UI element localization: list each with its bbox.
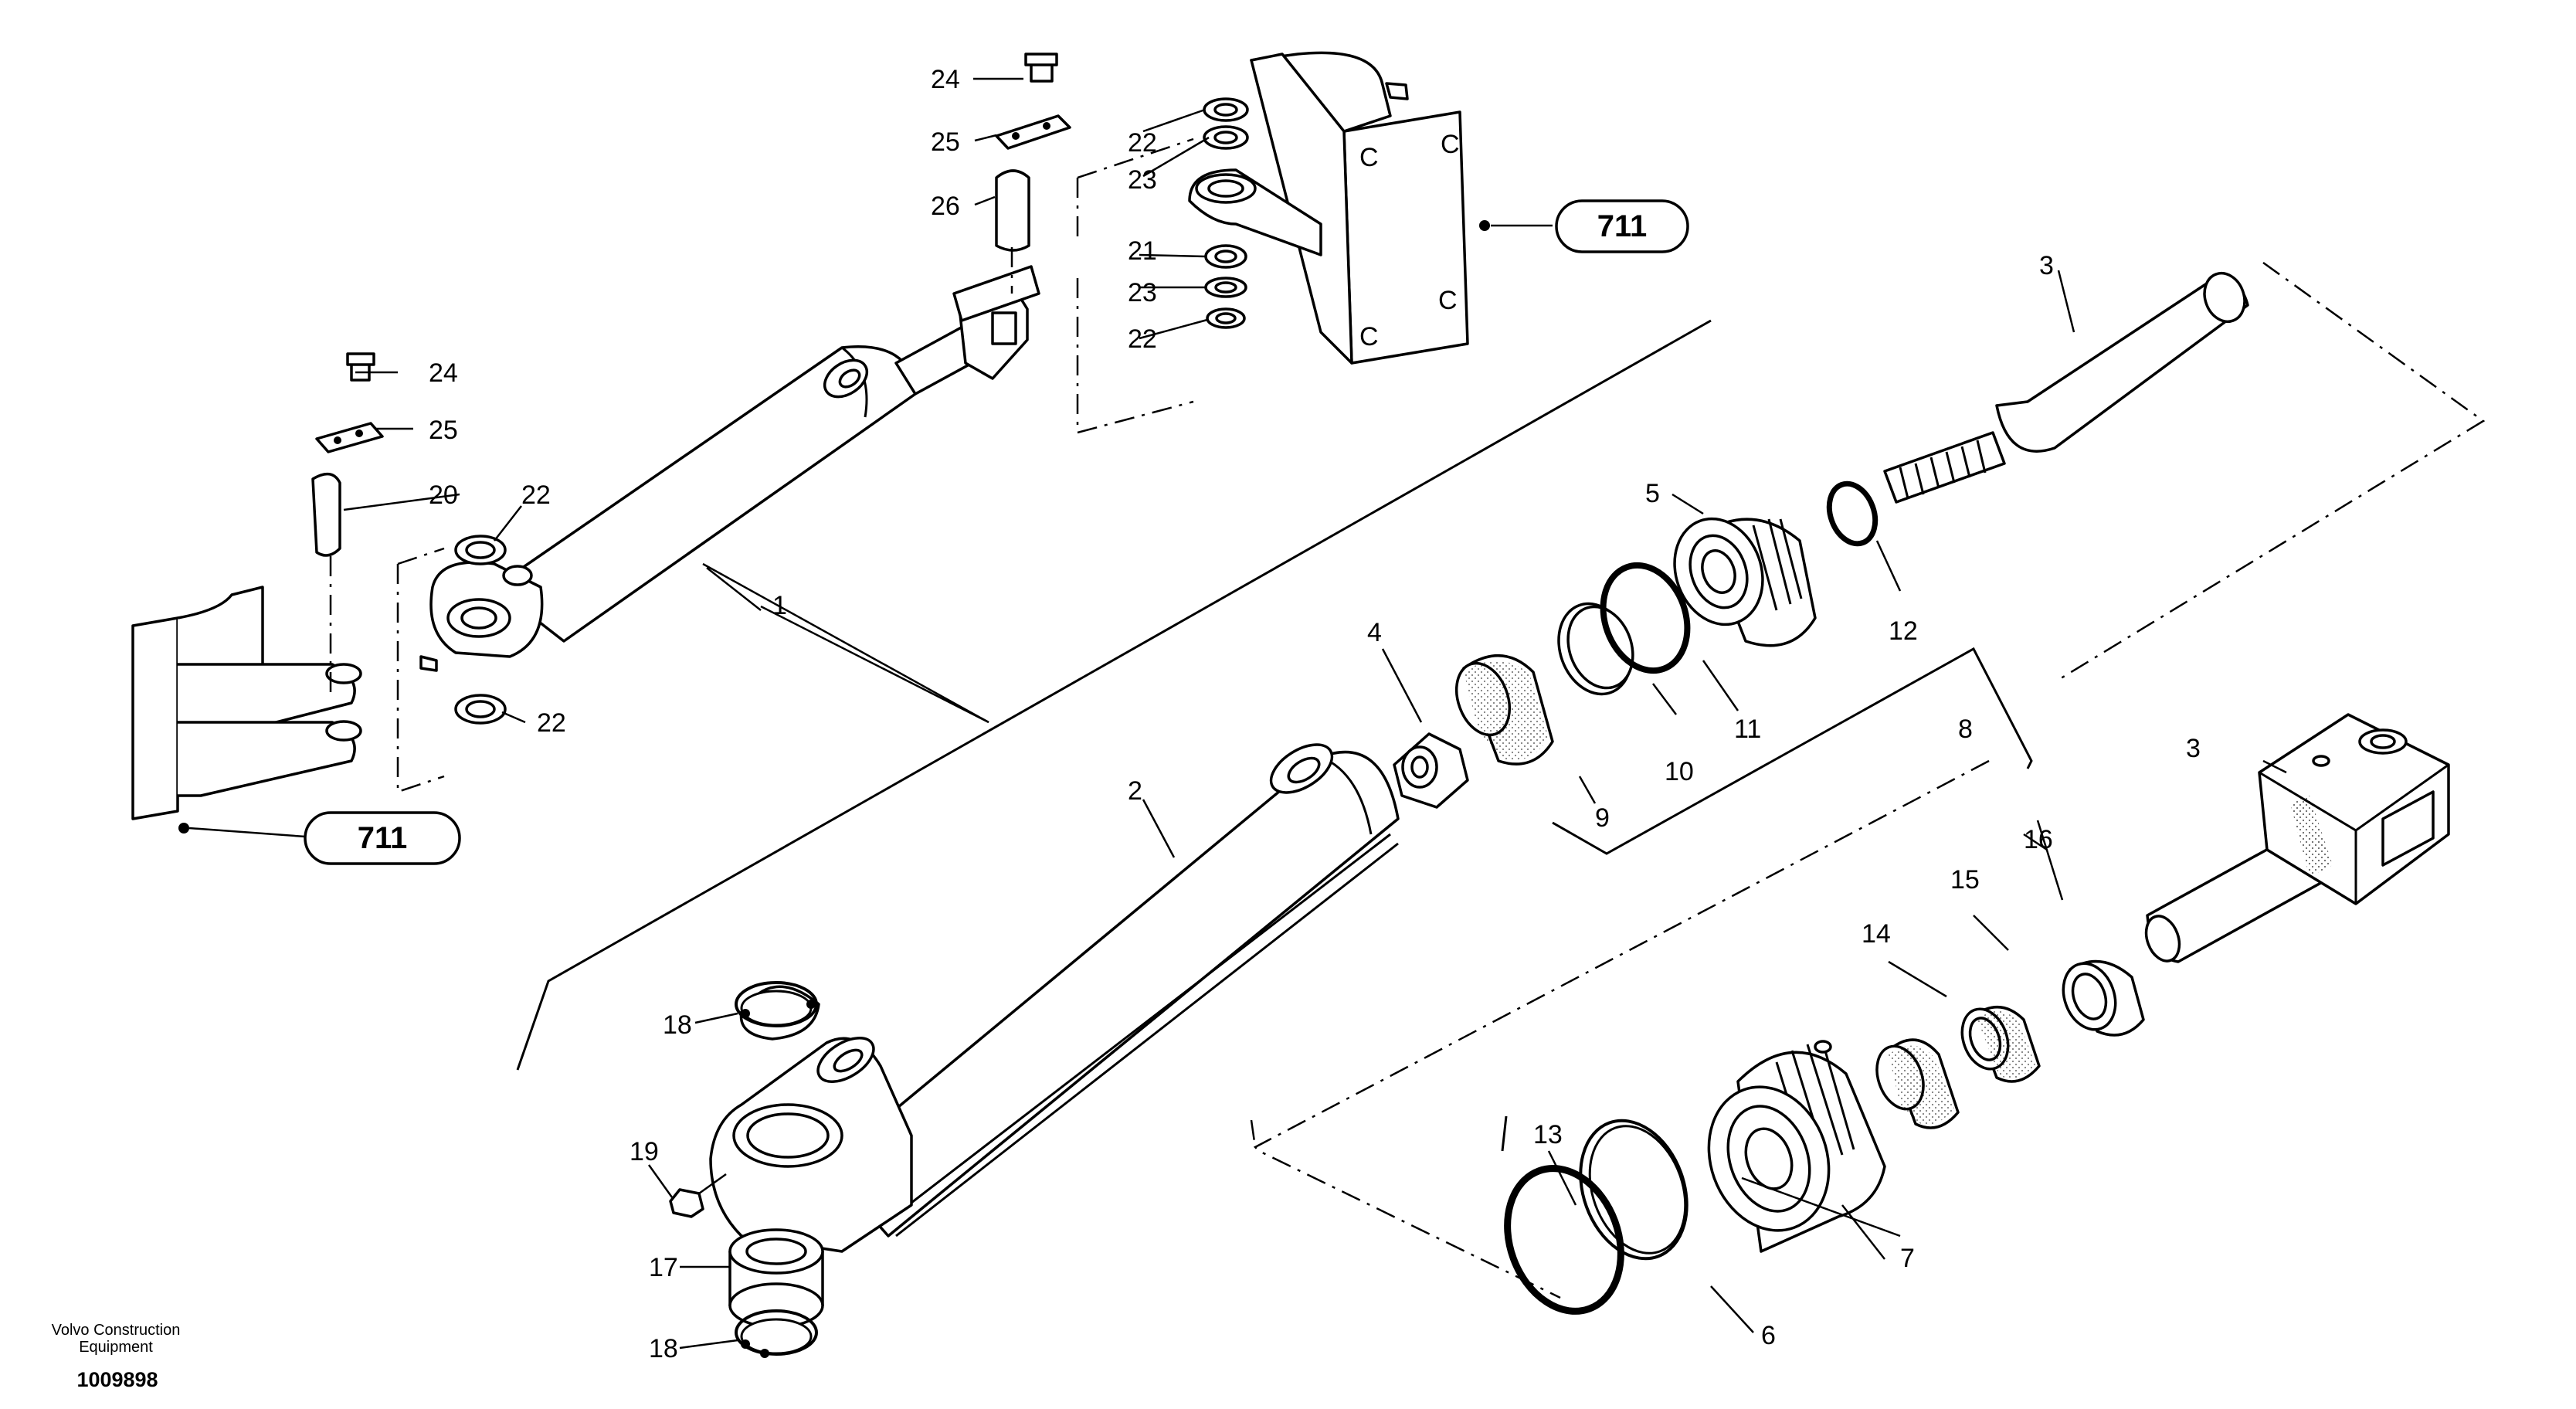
wiper-16 — [2062, 959, 2145, 1037]
piston-rod — [1883, 271, 2249, 504]
part-label-9: 9 — [1595, 803, 1610, 833]
brand-line-2: Equipment — [79, 1339, 153, 1356]
part-label-2: 2 — [1128, 776, 1142, 806]
part-label-18: 18 — [663, 1010, 692, 1040]
section-boundary-line — [516, 319, 1712, 1071]
rod-assembly-outline — [2058, 261, 2486, 681]
svg-text:C: C — [1438, 286, 1458, 315]
nut — [1393, 732, 1469, 809]
part-label-10: 10 — [1665, 757, 1694, 786]
reference-label-top: 711 — [1597, 209, 1648, 243]
guide-ring-9 — [1454, 654, 1554, 766]
part-label-24: 24 — [429, 358, 458, 388]
part-label-17: 17 — [649, 1253, 678, 1282]
part-label-22: 22 — [537, 708, 566, 738]
retaining-ring-18-top — [735, 981, 820, 1041]
part-label-23: 23 — [1128, 278, 1157, 307]
group-8-bracket — [1552, 647, 2033, 855]
brand-line-1: Volvo Construction — [52, 1322, 181, 1339]
part-label-6: 6 — [1761, 1321, 1776, 1350]
retaining-ring-6 — [1579, 1119, 1688, 1261]
seal-15 — [1960, 1005, 2041, 1083]
reference-callout-left: 711 — [304, 811, 461, 865]
leader-lines — [188, 77, 2287, 1350]
part-label-25: 25 — [429, 416, 458, 445]
part-label-20: 20 — [429, 480, 458, 510]
footer-brand: Volvo Construction Equipment 1009898 — [52, 1322, 181, 1391]
svg-text:C: C — [1359, 322, 1379, 351]
part-label-11: 11 — [1734, 715, 1761, 744]
top-mounting-bracket: C C C C — [1188, 51, 1490, 365]
cylinder-tube — [709, 743, 1400, 1253]
left-assembly-outline — [396, 547, 445, 793]
part-label-21: 21 — [1128, 236, 1157, 266]
part-label-22: 22 — [521, 480, 551, 510]
part-label-19: 19 — [630, 1137, 659, 1166]
part-label-7: 7 — [1900, 1244, 1915, 1273]
part-label-5: 5 — [1645, 479, 1660, 508]
part-label-3: 3 — [2039, 251, 2054, 280]
part-label-26: 26 — [931, 192, 960, 221]
reference-label-left: 711 — [358, 821, 408, 855]
part-label-23: 23 — [1128, 165, 1157, 195]
top-pin-hardware — [952, 53, 1071, 322]
top-washer-stack — [1195, 97, 1257, 329]
reference-callout-top: 711 — [1555, 199, 1689, 253]
o-ring-13 — [1504, 1165, 1624, 1315]
o-ring-12 — [1826, 480, 1879, 547]
part-label-3: 3 — [2186, 734, 2201, 763]
left-mounting-bracket — [131, 586, 362, 834]
top-assembly-outline — [1076, 138, 1194, 434]
grease-nipple-19 — [669, 1173, 727, 1218]
bushing-17 — [728, 1228, 824, 1329]
assembled-cylinder — [419, 277, 1029, 672]
part-label-22: 22 — [1128, 324, 1157, 354]
left-pin-hardware — [311, 352, 507, 725]
svg-text:C: C — [1441, 130, 1460, 159]
lower-assembly-outline — [1250, 759, 1990, 1299]
part-number-labels: 24 25 26 22 23 21 23 22 24 25 20 22 22 1… — [429, 65, 2201, 1363]
part-label-24: 24 — [931, 65, 960, 94]
svg-text:C: C — [1359, 143, 1379, 172]
retaining-ring-18-bottom — [735, 1309, 818, 1358]
part-label-25: 25 — [931, 127, 960, 157]
part-label-15: 15 — [1950, 865, 1980, 895]
guide-ring-14 — [1875, 1038, 1960, 1129]
part-label-1: 1 — [772, 591, 787, 620]
part-label-8: 8 — [1958, 715, 1973, 744]
seal-ring-10 — [1557, 602, 1634, 696]
seal-ring-11 — [1600, 562, 1691, 674]
part-label-18: 18 — [649, 1334, 678, 1363]
part-label-16: 16 — [2024, 825, 2053, 854]
piston-5 — [1673, 517, 1817, 647]
part-label-22: 22 — [1128, 128, 1157, 158]
part-label-14: 14 — [1862, 919, 1891, 949]
drawing-id: 1009898 — [76, 1368, 158, 1391]
lower-assembly-tick — [1501, 1115, 1508, 1152]
part-label-4: 4 — [1367, 618, 1382, 647]
cylinder-head-7 — [1707, 1040, 1886, 1253]
part-label-12: 12 — [1889, 616, 1918, 646]
part-label-13: 13 — [1533, 1120, 1563, 1149]
rod-end-3 — [2144, 713, 2450, 963]
